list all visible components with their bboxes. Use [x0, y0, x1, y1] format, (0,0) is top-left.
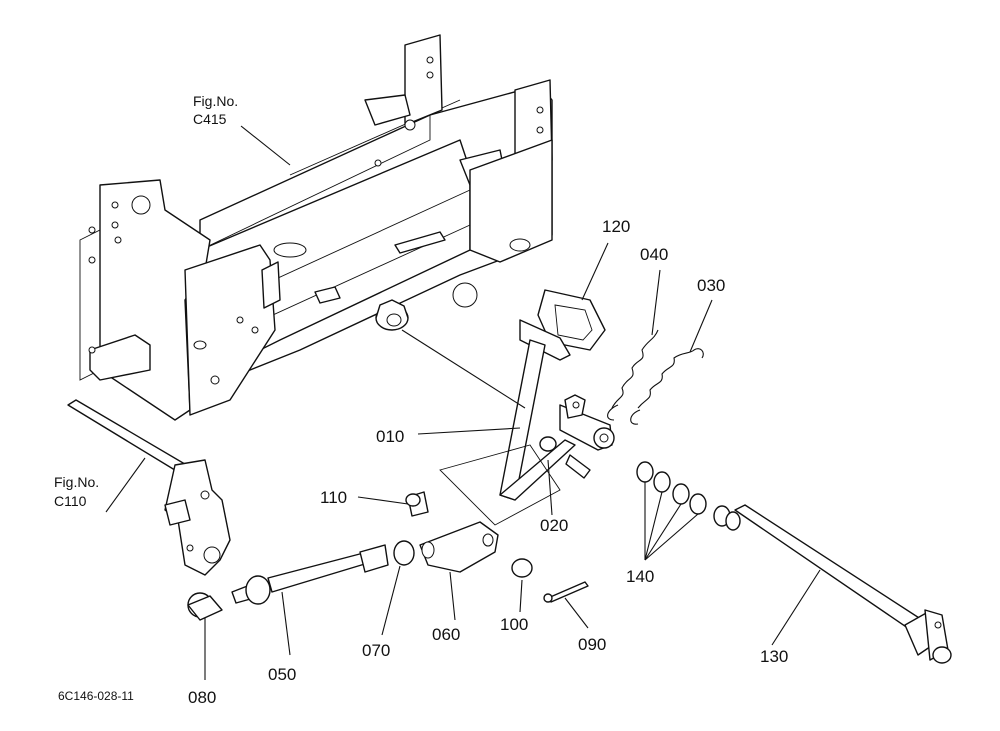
part-label-040: 040 — [640, 245, 668, 264]
part-label-140: 140 — [626, 567, 654, 586]
shaft-130-drawing — [713, 504, 952, 664]
fig-ref-c110-code: C110 — [54, 493, 87, 509]
pedal-drawing — [439, 289, 615, 526]
part-label-110: 110 — [320, 488, 347, 507]
part-label-010: 010 — [376, 427, 404, 446]
c110-bracket-drawing — [67, 399, 231, 576]
tractor-frame-drawing — [79, 34, 553, 421]
part-label-090: 090 — [578, 635, 606, 654]
part-label-120: 120 — [602, 217, 630, 236]
part-label-130: 130 — [760, 647, 788, 666]
figure-code: 6C146-028-11 — [58, 689, 134, 703]
part-label-080: 080 — [188, 688, 216, 707]
springs-drawing — [607, 329, 704, 425]
part-label-060: 060 — [432, 625, 460, 644]
part-label-030: 030 — [697, 276, 725, 295]
part-label-020: 020 — [540, 516, 568, 535]
washers-140-drawing — [636, 461, 707, 515]
fig-ref-c415-title: Fig.No. — [193, 93, 238, 109]
fig-ref-c110-title: Fig.No. — [54, 474, 99, 490]
fig-ref-c415-code: C415 — [193, 111, 227, 127]
leader-lines — [105, 125, 821, 680]
part-label-070: 070 — [362, 641, 390, 660]
part-label-050: 050 — [268, 665, 296, 684]
linkage-drawing — [187, 491, 589, 621]
part-label-100: 100 — [500, 615, 528, 634]
